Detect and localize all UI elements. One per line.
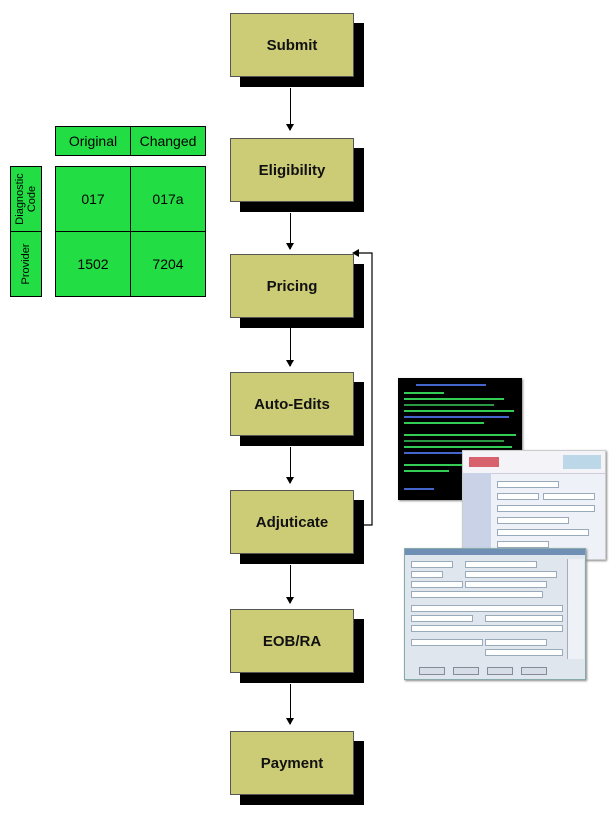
cell-original-diagnostic: 017	[55, 166, 131, 232]
step-adjudicate-label: Adjuticate	[230, 490, 354, 554]
step-eligibility-label: Eligibility	[230, 138, 354, 202]
step-eligibility: Eligibility	[230, 138, 364, 212]
flow-arrow	[286, 328, 294, 367]
step-adjudicate: Adjuticate	[230, 490, 364, 564]
web-app-screenshot	[462, 450, 606, 560]
windows-form-screenshot	[404, 548, 586, 680]
step-payment: Payment	[230, 731, 364, 805]
step-pricing: Pricing	[230, 254, 364, 328]
col-header-changed: Changed	[130, 126, 206, 156]
flow-arrow	[286, 684, 294, 725]
step-eob-ra: EOB/RA	[230, 609, 364, 683]
row-label-diagnostic-code: Diagnostic Code	[10, 166, 42, 232]
flow-arrow	[286, 565, 294, 604]
cell-changed-diagnostic: 017a	[130, 166, 206, 232]
step-auto-edits-label: Auto-Edits	[230, 372, 354, 436]
step-pricing-label: Pricing	[230, 254, 354, 318]
cell-changed-provider: 7204	[130, 231, 206, 297]
row-label-provider: Provider	[10, 231, 42, 297]
change-grid-body: 017 017a 1502 7204	[55, 166, 206, 297]
step-submit-label: Submit	[230, 13, 354, 77]
cell-original-provider: 1502	[55, 231, 131, 297]
flow-arrow	[286, 88, 294, 131]
step-auto-edits: Auto-Edits	[230, 372, 364, 446]
flow-arrow	[286, 213, 294, 250]
col-header-original: Original	[55, 126, 131, 156]
flow-arrow	[286, 447, 294, 484]
step-payment-label: Payment	[230, 731, 354, 795]
step-submit: Submit	[230, 13, 364, 87]
step-eob-ra-label: EOB/RA	[230, 609, 354, 673]
